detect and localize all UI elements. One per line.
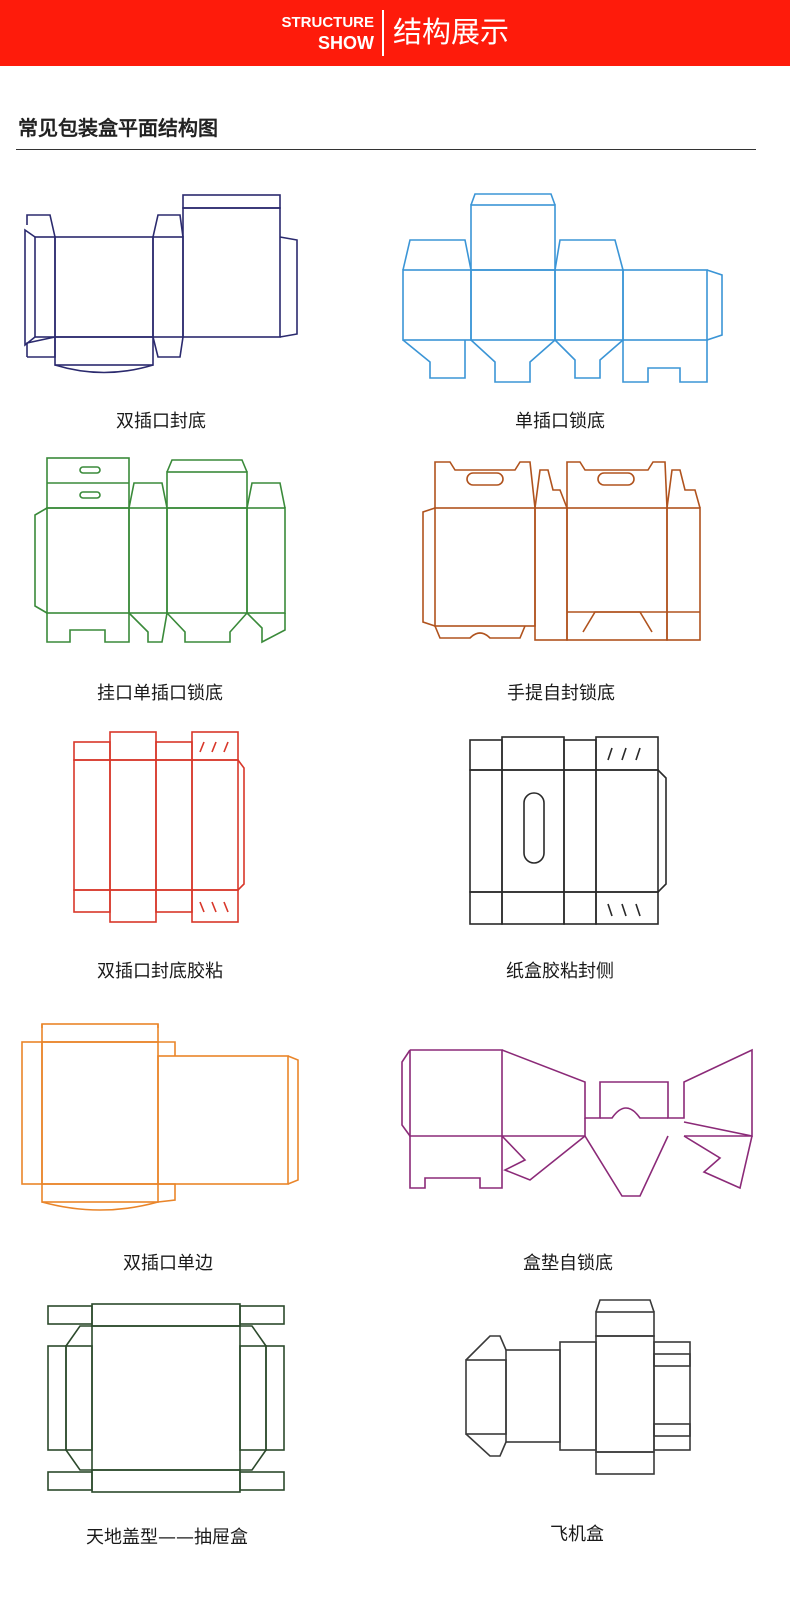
dieline-double-tuck-single-edge bbox=[21, 1023, 299, 1211]
caption-double-tuck-sealed-bottom: 双插口封底 bbox=[116, 411, 206, 432]
banner-english-line2: SHOW bbox=[318, 33, 374, 53]
banner-english-line1: STRUCTURE bbox=[281, 14, 375, 31]
caption-mailer-box: 飞机盒 bbox=[550, 1524, 604, 1545]
caption-lid-base-drawer-box: 天地盖型——抽屉盒 bbox=[86, 1527, 248, 1548]
caption-hang-tab-single-tuck-lock-bottom: 挂口单插口锁底 bbox=[97, 683, 223, 704]
dieline-handle-self-seal-lock-bottom bbox=[422, 461, 701, 641]
dieline-hang-tab-single-tuck-lock-bottom bbox=[34, 457, 286, 644]
banner-chinese-title: 结构展示 bbox=[393, 15, 510, 49]
dieline-pad-self-lock-bottom bbox=[401, 1048, 753, 1197]
dieline-mailer-box bbox=[465, 1299, 691, 1475]
section-title: 常见包装盒平面结构图 bbox=[18, 116, 218, 140]
caption-double-tuck-glued: 双插口封底胶粘 bbox=[97, 961, 223, 982]
caption-double-tuck-single-edge: 双插口单边 bbox=[123, 1253, 213, 1274]
caption-box-glued-side: 纸盒胶粘封侧 bbox=[506, 961, 614, 982]
header-banner: STRUCTURE SHOW 结构展示 bbox=[0, 0, 790, 66]
caption-pad-self-lock-bottom: 盒垫自锁底 bbox=[523, 1253, 613, 1274]
dieline-double-tuck-glued bbox=[73, 731, 245, 923]
section-divider bbox=[16, 149, 756, 150]
caption-single-tuck-lock-bottom: 单插口锁底 bbox=[515, 411, 605, 432]
banner-divider bbox=[382, 10, 384, 56]
caption-handle-self-seal-lock-bottom: 手提自封锁底 bbox=[507, 683, 615, 704]
dieline-lid-base-drawer-box bbox=[47, 1303, 285, 1493]
dieline-single-tuck-lock-bottom bbox=[402, 193, 723, 383]
banner-english-title: STRUCTURE SHOW bbox=[270, 12, 375, 54]
dieline-double-tuck-sealed-bottom bbox=[24, 194, 298, 374]
dieline-box-glued-side bbox=[469, 736, 667, 925]
